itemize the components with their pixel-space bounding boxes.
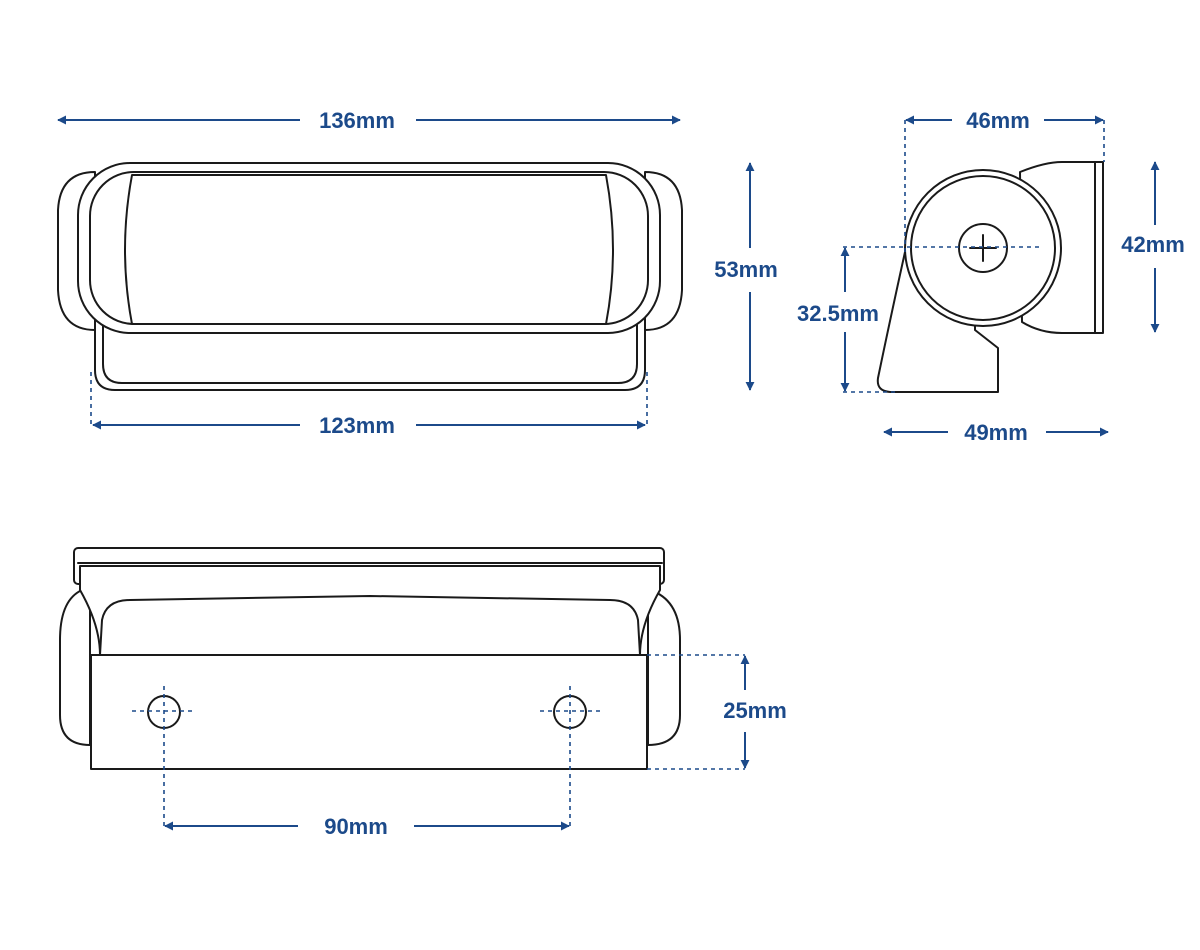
dim-46-label: 46mm (966, 108, 1030, 133)
dim-136-label: 136mm (319, 108, 395, 133)
front-dimensions: 136mm 123mm 53mm (57, 108, 778, 438)
front-view (57, 162, 683, 391)
dim-42-label: 42mm (1121, 232, 1185, 257)
bottom-dimensions: 90mm 25mm (163, 654, 787, 839)
bottom-lamp (99, 595, 641, 656)
bottom-left-cap (59, 589, 91, 746)
dim-123-label: 123mm (319, 413, 395, 438)
side-pivot-bolt (958, 223, 1008, 273)
bottom-right-cap (647, 589, 681, 746)
dim-49-label: 49mm (964, 420, 1028, 445)
side-dimensions: 46mm 42mm 32.5mm 49mm (797, 108, 1185, 445)
side-view (876, 161, 1104, 393)
side-lamp-inner (910, 175, 1056, 321)
dim-25-label: 25mm (723, 698, 787, 723)
dim-53-label: 53mm (714, 257, 778, 282)
bottom-view (59, 547, 681, 770)
dim-325-label: 32.5mm (797, 301, 879, 326)
side-bracket (876, 251, 999, 393)
bottom-bracket-plate (90, 654, 648, 770)
dim-90-label: 90mm (324, 814, 388, 839)
front-lens (124, 174, 614, 325)
front-base-inner (102, 309, 638, 384)
front-body (77, 162, 661, 334)
